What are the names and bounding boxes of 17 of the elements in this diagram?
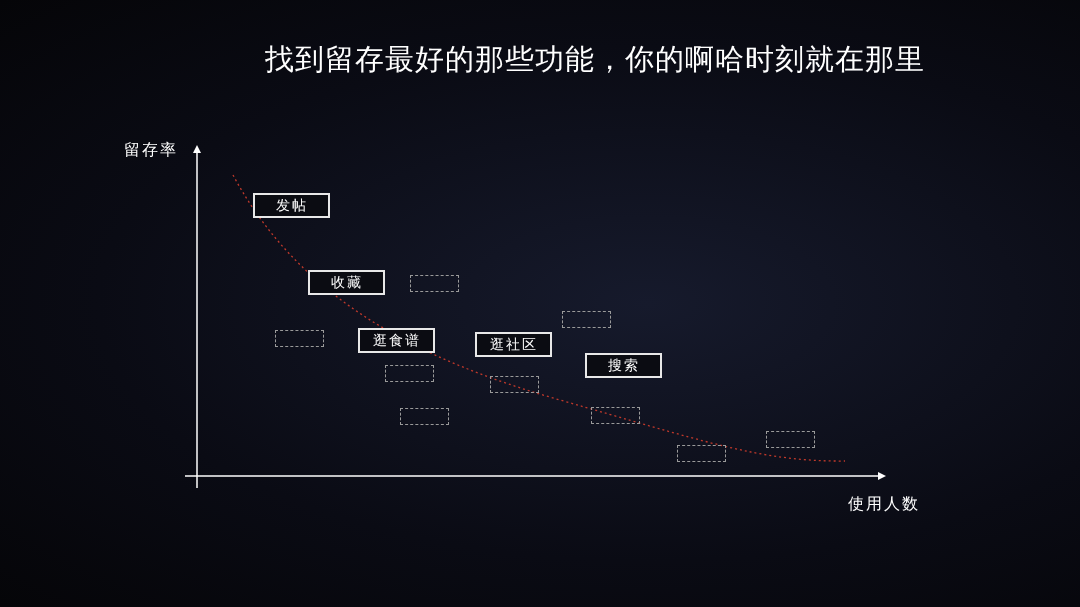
placeholder-box	[385, 365, 434, 382]
placeholder-box	[766, 431, 815, 448]
feature-box: 搜索	[585, 353, 662, 378]
feature-box: 逛食谱	[358, 328, 435, 353]
placeholder-box	[591, 407, 640, 424]
placeholder-box	[490, 376, 539, 393]
placeholder-box	[677, 445, 726, 462]
axis-label: 使用人数	[848, 494, 920, 515]
feature-box: 发帖	[253, 193, 330, 218]
axis-label: 留存率	[124, 140, 178, 161]
placeholder-box	[410, 275, 459, 292]
placeholder-box	[275, 330, 324, 347]
placeholder-box	[562, 311, 611, 328]
feature-box: 逛社区	[475, 332, 552, 357]
placeholder-box	[400, 408, 449, 425]
feature-box: 收藏	[308, 270, 385, 295]
slide-title: 找到留存最好的那些功能，你的啊哈时刻就在那里	[265, 41, 925, 78]
